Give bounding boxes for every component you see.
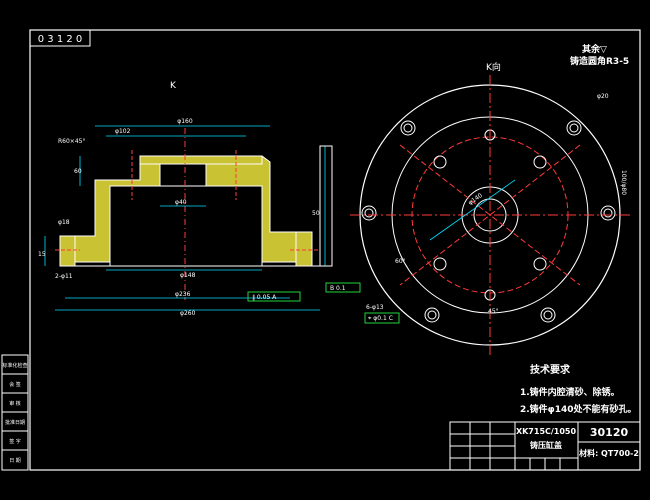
left-table-cell-4: 批准日期 [5, 419, 25, 426]
inner-cavity [109, 185, 263, 267]
bolt-hole-3 [361, 205, 377, 221]
view-label-k-dir: K向 [486, 61, 501, 73]
inner-hole-1 [433, 155, 447, 169]
flange-left [59, 235, 76, 267]
left-table-cell-1: 标准化检查 [2, 362, 27, 369]
inner-hole-2 [533, 155, 547, 169]
drawing-border [29, 29, 641, 471]
bolt-hole-1 [400, 120, 416, 136]
bore-inner [473, 198, 507, 232]
dim-d40: φ40 [175, 199, 187, 206]
left-table-cell-2: 会 签 [9, 381, 21, 388]
bolt-hole-1-inner [403, 123, 413, 133]
dim-d20: φ20 [597, 93, 609, 100]
pos-tol-frame [364, 312, 400, 324]
inner-hole-4 [533, 257, 547, 271]
dim-n-holes: 6-φ13 [366, 304, 384, 311]
part-name-1: XK715C/1050 [516, 427, 577, 436]
tech-title: 技术要求 [530, 363, 571, 376]
casting-note: 铸造圆角R3-5 [570, 55, 629, 67]
tol-ref: B 0.1 [330, 285, 346, 292]
tol-ref-frame [325, 282, 361, 293]
dim-d102: φ102 [115, 128, 131, 135]
dim-deg45: 45° [488, 308, 499, 315]
title-material: 材料: QT700-2 [579, 448, 639, 458]
diag-centerline-1 [399, 144, 581, 286]
left-table-cell-5: 签 字 [9, 438, 21, 445]
dim-d11: 2-φ11 [55, 273, 73, 280]
dim-line-d140 [429, 179, 516, 241]
bolt-hole-4 [600, 205, 616, 221]
dim-d236: φ236 [175, 291, 191, 298]
plan-view: φ140 60° 45° φ20 100/φ80 6-φ13 ⌖ φ0.1 C [350, 75, 630, 355]
dim-h60: 60 [74, 168, 82, 175]
bolt-hole-2 [566, 120, 582, 136]
dim-h50: 50 [312, 210, 320, 217]
part-name-2: 铸压缸盖 [530, 440, 562, 450]
pos-tol: ⌖ φ0.1 C [368, 315, 393, 322]
flange-right [295, 231, 313, 267]
dim-r60: R60×45° [58, 138, 85, 145]
flatness-box: ∥ 0.05 A [252, 294, 277, 301]
dim-d112: 100/φ80 [620, 170, 627, 195]
left-side-table [1, 354, 29, 471]
bolt-hole-5-inner [427, 310, 437, 320]
dim-deg60: 60° [395, 258, 406, 265]
roughness-note: 其余▽ [582, 43, 607, 55]
tech-item-2: 2.铸件φ140处不能有砂孔。 [520, 403, 637, 415]
inner-hole-3 [433, 257, 447, 271]
tech-item-1: 1.铸件内腔清砂、除锈。 [520, 386, 620, 398]
dim-d140: φ140 [467, 192, 484, 207]
left-table-cell-6: 日 期 [9, 458, 21, 464]
bolt-hole-4-inner [603, 208, 613, 218]
title-drawing-no: 30120 [590, 426, 629, 439]
bolt-hole-6 [540, 307, 556, 323]
section-view: φ160 φ102 R60×45° φ40 φ18 15 2-φ11 φ148 … [38, 118, 361, 317]
bolt-hole-6-inner [543, 310, 553, 320]
drawing-number-box [29, 29, 91, 47]
title-block [449, 421, 641, 471]
bolt-hole-3-inner [364, 208, 374, 218]
dim-d160: φ160 [177, 118, 193, 125]
bolt-hole-2-inner [569, 123, 579, 133]
dim-d148: φ148 [180, 272, 196, 279]
side-rail [319, 145, 333, 267]
view-label-k: K [170, 81, 177, 91]
top-boss [139, 155, 263, 165]
drawing-number-frame: 0 3 1 2 0 [38, 34, 83, 45]
dim-d260: φ260 [180, 310, 196, 317]
bolt-hole-5 [424, 307, 440, 323]
diag-centerline-2 [399, 144, 581, 286]
left-table-cell-3: 审 核 [9, 400, 21, 407]
dim-h15: 15 [38, 251, 46, 258]
dim-d18: φ18 [58, 219, 70, 226]
flatness-frame [247, 291, 301, 302]
